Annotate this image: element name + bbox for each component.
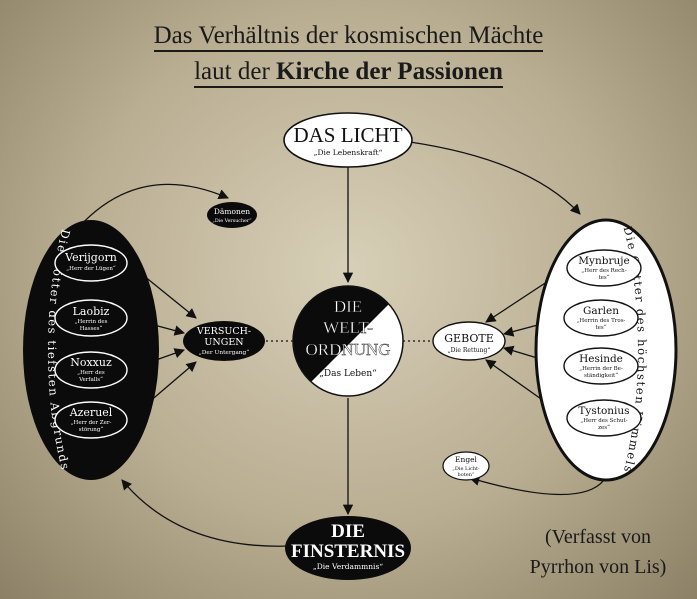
god-mynbruje-title-2: tes“ (598, 274, 609, 281)
daemonen-subtitle: „Die Versucher“ (212, 217, 252, 224)
god-laobiz-title-1: „Herrin des (75, 319, 108, 325)
god-laobiz: Laobiz „Herrin des Hasses“ (54, 299, 128, 337)
god-tystonius: Tystonius „Herr des Schut- zes“ (566, 399, 642, 437)
title-line-2-underlined: laut der Kirche der Passionen (194, 58, 503, 88)
god-tystonius-title-2: zes“ (598, 424, 610, 431)
gebote-subtitle: „Die Rettung“ (448, 347, 491, 354)
weltordnung-line-2: WELT- (323, 318, 373, 337)
god-garlen-title-2: tes“ (595, 324, 606, 331)
node-daemonen: Dämonen „Die Versucher“ (207, 202, 257, 228)
author-credit-line-2: Pyrrhon von Lis) (529, 556, 667, 578)
das-licht-subtitle: „Die Lebenskraft“ (314, 148, 383, 157)
arrow-darkness-to-abyss (121, 479, 291, 547)
node-gebote: GEBOTE „Die Rettung“ (432, 321, 506, 361)
arrow-abyss-to-demons (77, 183, 229, 229)
high-gods-group: Die Götter des höchsten Himmels Mynbruje… (534, 218, 678, 482)
abyss-gods-group: Die Götter des tiefsten Abgrunds Verijgo… (23, 220, 159, 480)
finsternis-subtitle: „Die Verdammnis“ (313, 562, 383, 571)
engel-subtitle-1: „Die Licht- (452, 466, 480, 472)
node-die-finsternis: DIE FINSTERNIS „Die Verdammnis“ (285, 516, 411, 580)
daemonen-name: Dämonen (214, 207, 250, 216)
versuchungen-line-2: UNGEN (204, 337, 243, 348)
god-verijgorn-name: Verijgorn (64, 251, 117, 264)
node-versuchungen: VERSUCH- UNGEN „Der Untergang“ (183, 321, 265, 361)
gebote-name: GEBOTE (444, 332, 494, 345)
god-laobiz-name: Laobiz (73, 305, 110, 318)
weltordnung-subtitle: „Das Leben“ (319, 368, 377, 379)
god-azeruel-title-1: „Herr der Zer- (71, 420, 112, 426)
author-credit: (Verfasst von Pyrrhon von Lis) (513, 522, 683, 582)
god-garlen-name: Garlen (583, 305, 619, 317)
engel-name: Engel (455, 455, 478, 464)
title-line-1: Das Verhältnis der kosmischen Mächte (0, 22, 697, 52)
title-line-2-bold: Kirche der Passionen (276, 58, 503, 85)
god-hesinde-title-2: ständigkeit“ (584, 372, 618, 379)
god-noxxuz-title-2: Verfalls“ (78, 376, 103, 383)
node-das-licht: DAS LICHT „Die Lebenskraft“ (283, 112, 413, 168)
arrow-light-to-high-gods (409, 141, 581, 215)
finsternis-line-2: FINSTERNIS (291, 541, 405, 562)
god-azeruel-name: Azeruel (69, 406, 113, 419)
das-licht-name: DAS LICHT (293, 123, 402, 147)
author-credit-line-1: (Verfasst von (544, 526, 652, 548)
god-hesinde-title-1: „Herrin der Be- (579, 366, 623, 372)
god-verijgorn: Verijgorn „Herr der Lügen“ (54, 244, 128, 282)
title-line-2: laut der Kirche der Passionen (0, 58, 697, 88)
weltordnung-line-3: ORDNUNG (306, 340, 391, 359)
node-engel: Engel „Die Licht- boten“ (442, 451, 490, 481)
finsternis-line-1: DIE (331, 521, 365, 542)
god-mynbruje: Mynbruje „Herr des Rech- tes“ (566, 249, 642, 287)
god-hesinde: Hesinde „Herrin der Be- ständigkeit“ (563, 347, 639, 385)
god-tystonius-name: Tystonius (578, 405, 629, 417)
title-line-2-prefix: laut der (194, 58, 277, 85)
weltordnung-line-1: DIE (334, 297, 362, 316)
versuchungen-subtitle: „Der Untergang“ (199, 349, 249, 356)
versuchungen-line-1: VERSUCH- (196, 326, 251, 337)
god-tystonius-title-1: „Herr des Schut- (580, 418, 627, 424)
god-azeruel-title-2: störung“ (79, 426, 104, 433)
god-verijgorn-title: „Herr der Lügen“ (66, 265, 116, 272)
god-garlen-title-1: „Herrin des Tros- (577, 318, 626, 324)
title-line-1-text: Das Verhältnis der kosmischen Mächte (153, 22, 544, 52)
god-noxxuz-title-1: „Herr des (77, 370, 105, 376)
god-noxxuz-name: Noxxuz (70, 356, 112, 369)
god-noxxuz: Noxxuz „Herr des Verfalls“ (54, 351, 128, 389)
node-weltordnung: DIE WELT- ORDNUNG „Das Leben“ (292, 285, 404, 397)
god-mynbruje-title-1: „Herr des Rech- (581, 268, 626, 274)
god-garlen: Garlen „Herrin des Tros- tes“ (563, 299, 639, 337)
god-laobiz-title-2: Hasses“ (80, 325, 103, 332)
god-azeruel: Azeruel „Herr der Zer- störung“ (54, 401, 128, 439)
god-mynbruje-name: Mynbruje (578, 255, 629, 267)
arrow-high-gods-to-angels (469, 475, 605, 496)
engel-subtitle-2: boten“ (458, 471, 475, 478)
god-hesinde-name: Hesinde (579, 353, 623, 365)
